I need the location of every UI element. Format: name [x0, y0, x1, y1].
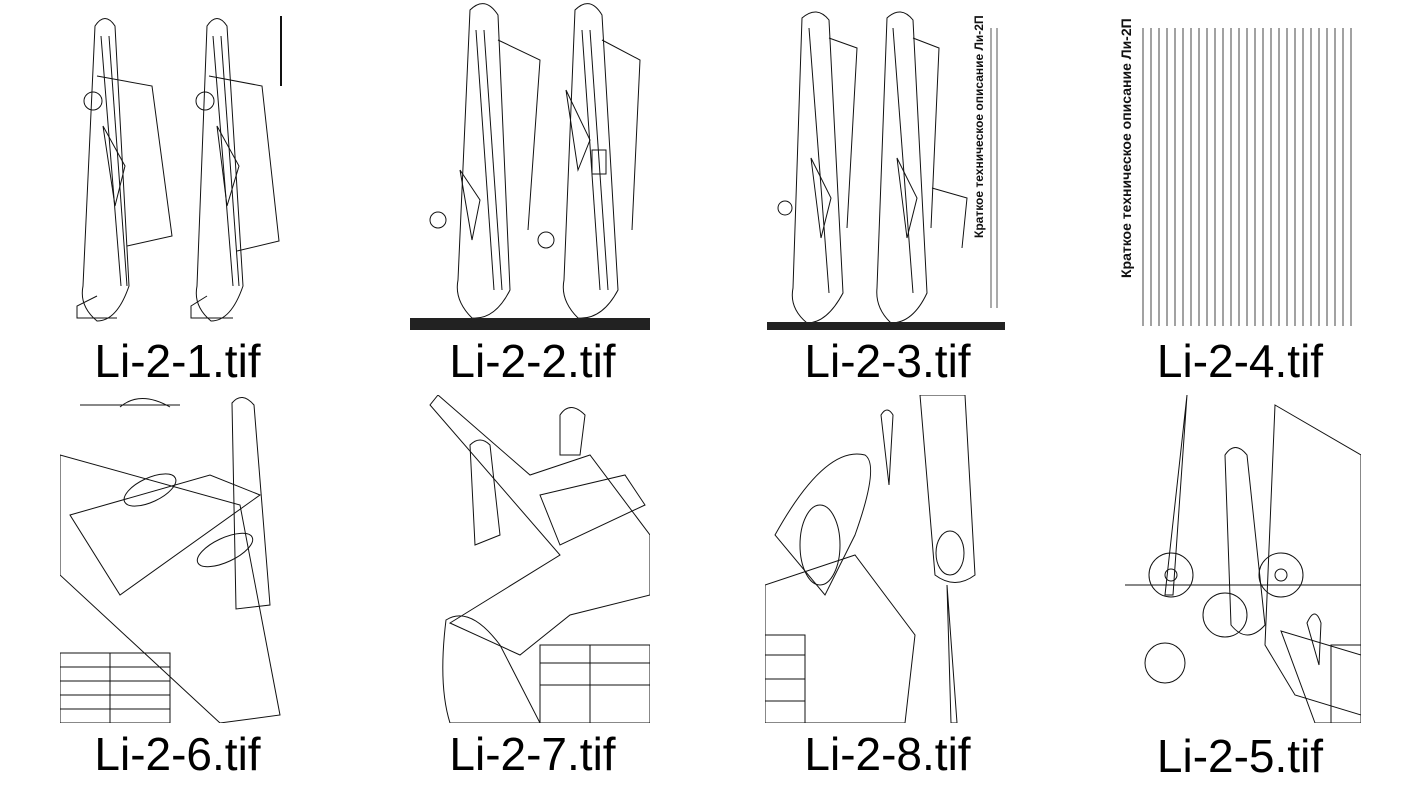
- thumbnail-li-2-2: [410, 0, 650, 330]
- file-name-caption: Li-2-5.tif: [1156, 730, 1324, 782]
- file-tile-li-2-1[interactable]: Li-2-1.tif: [40, 0, 315, 392]
- file-tile-li-2-2[interactable]: Li-2-2.tif: [410, 0, 655, 392]
- thumbnail-li-2-4: Краткое техническое описание Ли-2П: [1115, 8, 1360, 330]
- file-name-caption: Li-2-1.tif: [94, 335, 261, 387]
- file-name-caption: Li-2-8.tif: [804, 728, 971, 780]
- file-tile-li-2-5[interactable]: Li-2-5.tif: [1115, 395, 1365, 795]
- thumbnail-li-2-3: Краткое техническое описание Ли-2П: [767, 8, 1005, 330]
- aircraft-drawing-thumbnail: [765, 395, 976, 723]
- file-tile-li-2-6[interactable]: Li-2-6.tif: [40, 395, 315, 787]
- thumbnail-li-2-8: [765, 395, 1005, 723]
- file-tile-li-2-7[interactable]: Li-2-7.tif: [410, 395, 655, 787]
- aircraft-drawing-thumbnail: Краткое техническое описание Ли-2П: [767, 11, 1005, 330]
- text-page-thumbnail: Краткое техническое описание Ли-2П: [1118, 18, 1352, 326]
- file-tile-li-2-4[interactable]: Краткое техническое описание Ли-2П Li-2-…: [1115, 0, 1365, 392]
- file-tile-li-2-3[interactable]: Краткое техническое описание Ли-2П Li-2-…: [765, 0, 1010, 392]
- document-title-rotated: Краткое техническое описание Ли-2П: [972, 15, 986, 238]
- file-name-caption: Li-2-4.tif: [1156, 335, 1324, 387]
- aircraft-drawing-thumbnail: [76, 16, 282, 322]
- thumbnail-li-2-5: [1125, 395, 1361, 723]
- thumbnail-li-2-7: [410, 395, 650, 723]
- document-title-rotated: Краткое техническое описание Ли-2П: [1118, 18, 1134, 278]
- file-tile-li-2-8[interactable]: Li-2-8.tif: [765, 395, 1010, 787]
- file-name-caption: Li-2-3.tif: [804, 335, 971, 387]
- thumbnail-li-2-6: [60, 395, 295, 723]
- file-name-caption: Li-2-7.tif: [449, 728, 616, 780]
- thumbnail-li-2-1: [57, 6, 295, 332]
- aircraft-drawing-thumbnail: [429, 395, 650, 723]
- file-name-caption: Li-2-2.tif: [449, 335, 616, 387]
- aircraft-drawing-thumbnail: [1125, 395, 1361, 723]
- aircraft-drawing-thumbnail: [60, 397, 281, 723]
- aircraft-drawing-thumbnail: [410, 3, 650, 330]
- file-name-caption: Li-2-6.tif: [94, 728, 261, 780]
